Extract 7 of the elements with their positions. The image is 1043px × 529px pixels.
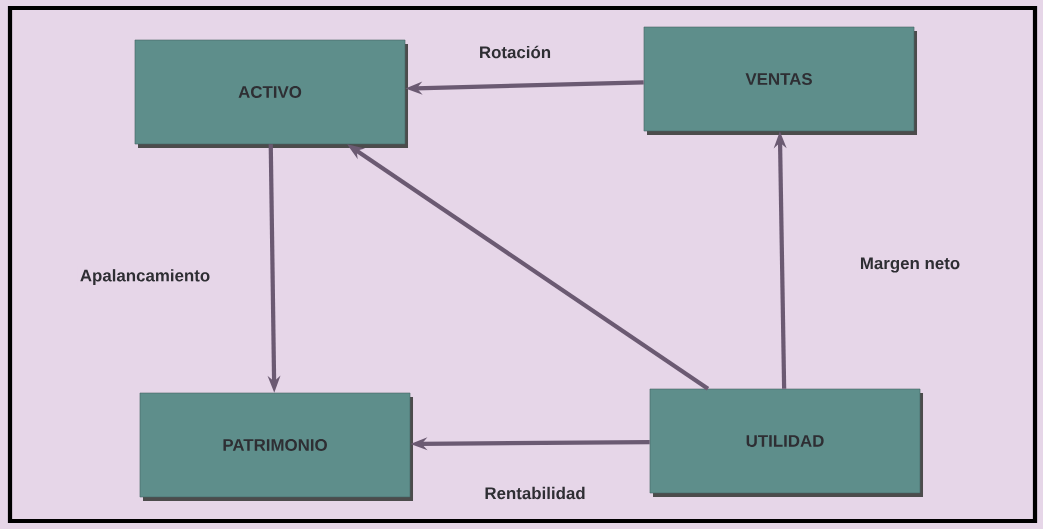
edge-label: Rentabilidad bbox=[481, 484, 589, 502]
box: VENTAS bbox=[643, 26, 917, 135]
box: PATRIMONIO bbox=[139, 392, 413, 501]
box: ACTIVO bbox=[134, 39, 408, 148]
edge-label: Margen neto bbox=[857, 254, 963, 276]
edge-label: Apalancamiento bbox=[77, 266, 213, 288]
box: UTILIDAD bbox=[649, 388, 923, 497]
